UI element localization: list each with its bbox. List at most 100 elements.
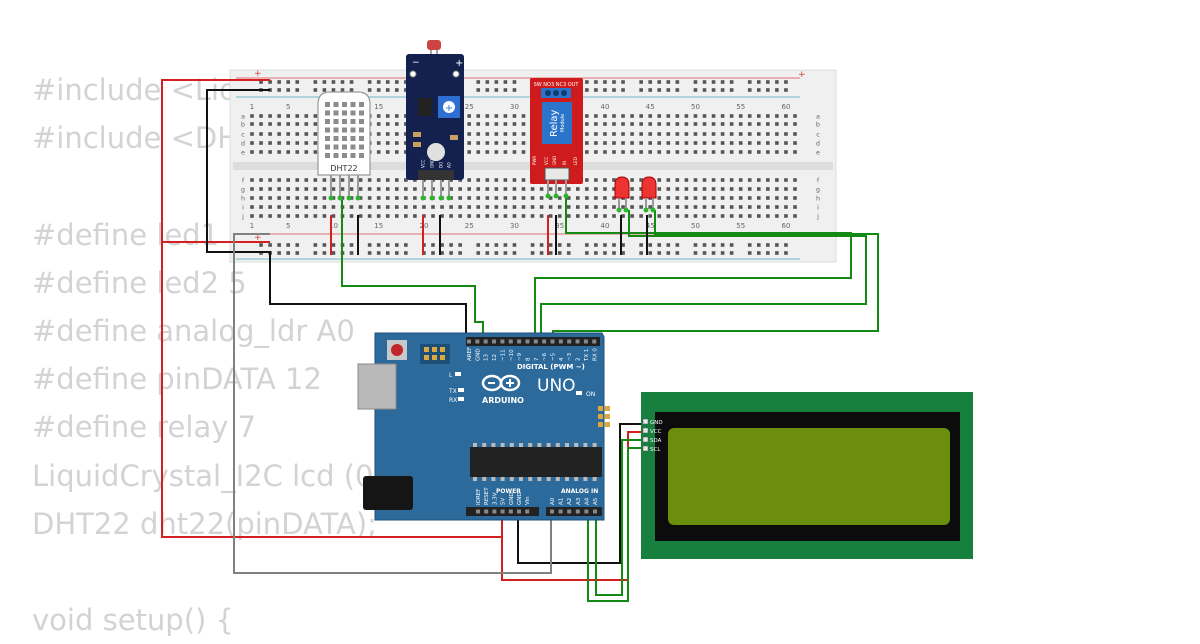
relay-input-header [544,167,570,181]
breadboard-hole [585,150,589,154]
wire-green [587,447,642,602]
icsp-pin [440,355,445,360]
breadboard-hole [413,214,417,218]
breadboard-hole [530,214,535,218]
atmega-chip [470,447,602,477]
breadboard-rail-hole [621,251,625,255]
breadboard-rail-hole [539,243,544,247]
breadboard-rail-hole [277,80,281,84]
breadboard-hole [630,150,634,154]
breadboard-hole [467,196,471,200]
column-number: 5 [286,103,290,111]
breadboard-hole [639,141,643,145]
breadboard-hole [702,205,707,209]
breadboard-rail-hole [675,251,680,255]
row-letter: g [816,186,820,194]
breadboard-hole [295,141,300,145]
dht22-sensor[interactable]: DHT22 [317,91,371,201]
breadboard-rail-hole [385,243,390,247]
row-letter: g [241,186,245,194]
breadboard-rail-hole [621,243,625,247]
breadboard-hole [404,132,408,136]
breadboard-hole [494,122,499,126]
breadboard-hole [467,141,471,145]
breadboard-hole [476,205,481,209]
vent-slot [333,144,339,150]
breadboard-rail-hole [385,80,390,84]
breadboard-rail-hole [711,251,716,255]
breadboard-rail-hole [612,243,616,247]
dht22-pins [330,175,359,198]
breadboard-hole [250,196,254,200]
breadboard-hole [512,187,517,191]
ldr-module-led [427,143,445,161]
row-letter: a [241,113,245,121]
rail-plus-sign: + [798,70,806,80]
breadboard-rail-hole [702,243,707,247]
breadboard-hole [766,122,770,126]
breadboard-hole [295,214,300,218]
row-letter: i [817,204,819,212]
analog-header [546,507,602,516]
breadboard-rail-hole [693,80,698,84]
breadboard-hole [476,141,481,145]
led-1[interactable] [614,176,630,213]
breadboard-rail-hole [585,88,589,92]
breadboard-hole [603,214,607,218]
header-pin [533,339,538,344]
breadboard-rail-hole [594,243,598,247]
breadboard-hole [322,214,327,218]
breadboard-rail-hole [431,243,435,247]
breadboard-hole [557,187,562,191]
breadboard-hole [603,196,607,200]
led-2[interactable] [641,176,657,213]
breadboard-hole [566,214,571,218]
breadboard-hole [585,122,589,126]
breadboard-hole [521,178,526,182]
header-pin [483,339,488,344]
breadboard-hole [784,122,788,126]
breadboard-hole [666,122,671,126]
breadboard-hole [286,214,290,218]
breadboard-hole [295,187,300,191]
breadboard-hole [747,122,752,126]
breadboard-rail-hole [711,243,716,247]
breadboard-hole [485,141,490,145]
row-letter: f [817,177,820,185]
breadboard-hole [684,196,689,200]
breadboard-hole [548,214,553,218]
breadboard-hole [277,205,281,209]
breadboard-hole [277,132,281,136]
breadboard-hole [404,150,408,154]
breadboard-rail-hole [530,251,535,255]
breadboard-rail-hole [395,251,399,255]
breadboard-hole [729,114,734,118]
breadboard-rail-hole [340,80,345,84]
breadboard-rail-hole [729,80,734,84]
breadboard-rail-hole [485,251,490,255]
breadboard-rail-hole [322,88,327,92]
breadboard-rail-hole [259,243,263,247]
breadboard-hole [621,132,625,136]
breadboard-hole [684,178,689,182]
breadboard-hole [467,150,471,154]
breadboard-hole [675,187,680,191]
breadboard-hole [693,122,698,126]
breadboard-hole [793,122,797,126]
vent-slot [333,136,339,141]
wire-green [341,200,484,342]
breadboard-hole [657,150,662,154]
breadboard-hole [250,132,254,136]
breadboard-hole [793,214,797,218]
breadboard-hole [259,114,263,118]
breadboard-hole [413,205,417,209]
vent-slot [325,127,330,133]
breadboard-hole [630,122,634,126]
breadboard-rail-hole [639,251,643,255]
column-number: 10 [329,222,338,230]
breadboard-hole [259,187,263,191]
